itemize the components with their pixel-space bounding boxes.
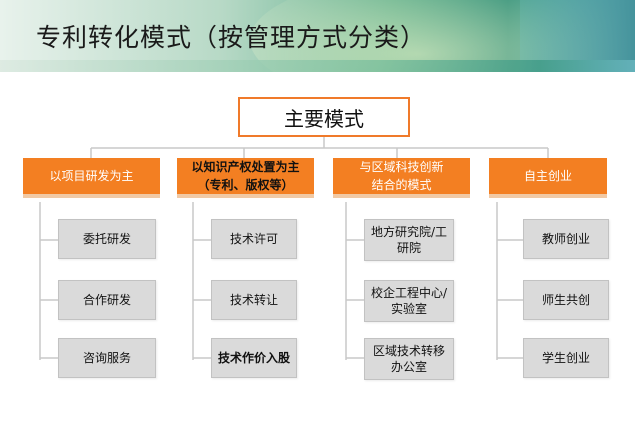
category-label: 以知识产权处置为主: [191, 160, 300, 174]
leaf-label-line: 校企工程中心/: [370, 286, 448, 300]
header-banner: 专利转化模式（按管理方式分类）: [0, 0, 635, 72]
leaf-node: 区域技术转移 办公室: [364, 338, 454, 380]
category-label: 结合的模式: [371, 178, 432, 192]
category-label: 与区域科技创新: [359, 160, 444, 174]
leaf-label-line: 区域技术转移: [372, 344, 445, 358]
leaf-node: 技术转让: [211, 280, 297, 320]
category-label: 以项目研发为主: [49, 169, 134, 183]
leaf-node: 合作研发: [58, 280, 156, 320]
leaf-node: 师生共创: [523, 280, 609, 320]
root-node: 主要模式: [238, 97, 410, 137]
category-box-regional-innovation: 与区域科技创新 结合的模式: [333, 158, 470, 198]
leaf-node: 教师创业: [523, 219, 609, 259]
leaf-node: 咨询服务: [58, 338, 156, 378]
leaf-node: 校企工程中心/ 实验室: [364, 280, 454, 322]
slide-title: 专利转化模式（按管理方式分类）: [36, 23, 427, 52]
leaf-label-line: 办公室: [390, 360, 427, 374]
leaf-label-line: 实验室: [390, 302, 427, 316]
category-label: 自主创业: [523, 169, 572, 183]
leaf-node: 技术许可: [211, 219, 297, 259]
leaf-node: 地方研究院/工 研院: [364, 219, 454, 261]
leaf-node: 学生创业: [523, 338, 609, 378]
category-label: （专利、版权等）: [197, 178, 294, 192]
category-box-ip-disposal: 以知识产权处置为主 （专利、版权等）: [177, 158, 314, 198]
banner-bottom-strip: [0, 60, 635, 72]
category-box-self-startup: 自主创业: [489, 158, 607, 198]
leaf-label-line: 研院: [396, 241, 421, 255]
leaf-node: 委托研发: [58, 219, 156, 259]
leaf-node: 技术作价入股: [211, 338, 297, 378]
category-box-project-rd: 以项目研发为主: [23, 158, 160, 198]
leaf-label-line: 地方研究院/工: [370, 225, 448, 239]
